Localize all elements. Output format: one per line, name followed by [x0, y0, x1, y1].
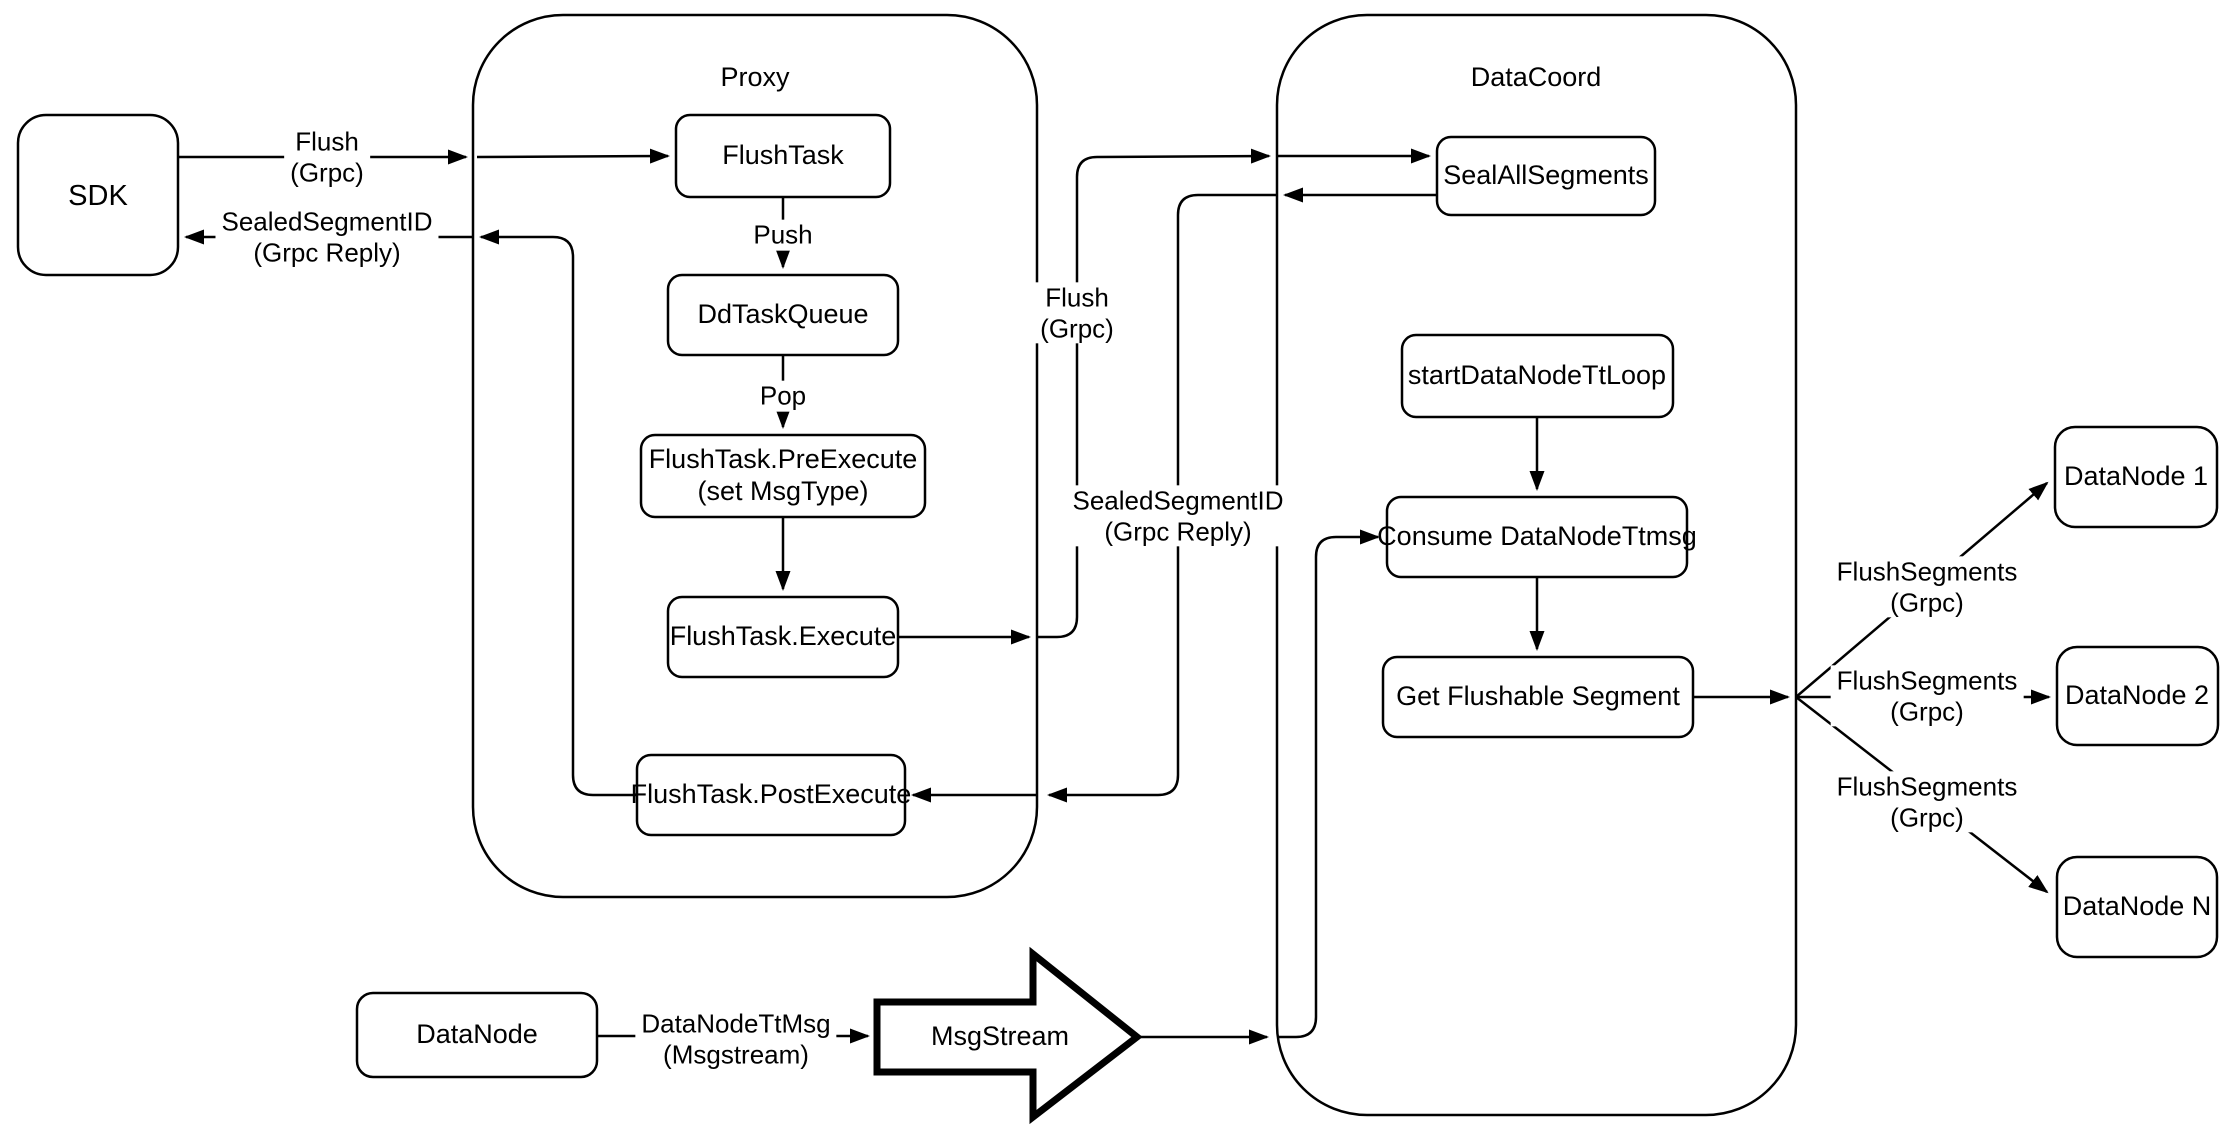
- ddtaskqueue-node: [666, 273, 900, 357]
- startdatanodettloop-node: [1400, 333, 1675, 419]
- flushtask-node: [674, 113, 892, 199]
- getflushablesegment-node: [1381, 655, 1695, 739]
- datanode1-label: DataNode 1: [2063, 461, 2209, 492]
- edge-label-flushsegments-n: FlushSegments (Grpc): [1830, 771, 2024, 833]
- edge-label-flush-dc-line2: (Grpc): [1040, 313, 1114, 343]
- edge-label-flushsegments-n-line1: FlushSegments: [1836, 771, 2018, 802]
- edge-label-pop-line1: Pop: [759, 380, 807, 411]
- edge-label-flushsegments-n-line2: (Grpc): [1890, 802, 1964, 832]
- preexecute-label-line2: (set MsgType): [697, 476, 869, 506]
- ddtaskqueue-label: DdTaskQueue: [697, 299, 869, 330]
- flushtask-label: FlushTask: [722, 140, 844, 171]
- consumedatanodettmsg-node: [1385, 495, 1689, 579]
- datanode2-node: [2055, 645, 2220, 747]
- edge-label-pop: Pop: [753, 380, 813, 412]
- edge-label-flushsegments-1-line2: (Grpc): [1890, 587, 1964, 617]
- execute-node: [666, 595, 900, 679]
- datanode1-node: [2053, 425, 2219, 529]
- datanode2-label: DataNode 2: [2064, 680, 2210, 711]
- getflushablesegment-label: Get Flushable Segment: [1396, 681, 1680, 712]
- datanoden-node: [2055, 855, 2219, 959]
- edge-label-flush-dc-line1: Flush: [1045, 282, 1109, 313]
- sdk-node: [16, 113, 180, 277]
- edge-postexecute-proxyborder: [479, 229, 637, 797]
- edge-label-datanodettmsg-line2: (Msgstream): [663, 1039, 809, 1069]
- sealallsegments-node: [1435, 135, 1657, 217]
- execute-label: FlushTask.Execute: [669, 621, 897, 652]
- msgstream-block-arrow: [873, 946, 1143, 1125]
- edge-label-flush-sdk-line1: Flush: [295, 126, 359, 157]
- edge-label-flush-dc: Flush (Grpc): [1034, 282, 1120, 344]
- edge-label-sealed-dc-line1: SealedSegmentID: [1072, 485, 1284, 516]
- edge-dcborder-consume: [1277, 529, 1380, 1039]
- edge-label-flushsegments-2: FlushSegments (Grpc): [1830, 665, 2024, 727]
- postexecute-node: [635, 753, 907, 837]
- sdk-label: SDK: [68, 179, 128, 212]
- datanode-node: [355, 991, 599, 1079]
- edge-label-flush-sdk-line2: (Grpc): [290, 157, 364, 187]
- edge-label-datanodettmsg: DataNodeTtMsg (Msgstream): [635, 1008, 837, 1070]
- msgstream-label: MsgStream: [930, 1021, 1070, 1052]
- postexecute-label: FlushTask.PostExecute: [630, 779, 912, 810]
- consumedatanodettmsg-label: Consume DataNodeTtmsg: [1377, 521, 1697, 552]
- datanoden-label: DataNode N: [2062, 891, 2212, 922]
- edge-label-flushsegments-2-line1: FlushSegments: [1836, 665, 2018, 696]
- edge-proxy-flushtask: [476, 148, 670, 164]
- edge-flush-up: [1037, 148, 1271, 639]
- startdatanodettloop-label: startDataNodeTtLoop: [1407, 360, 1667, 391]
- datacoord-title: DataCoord: [1470, 62, 1602, 93]
- edge-label-sealed-sdk-line1: SealedSegmentID: [221, 206, 433, 237]
- preexecute-label: FlushTask.PreExecute (set MsgType): [649, 444, 918, 508]
- proxy-title: Proxy: [720, 62, 790, 93]
- edge-label-datanodettmsg-line1: DataNodeTtMsg: [641, 1008, 831, 1039]
- preexecute-node: [639, 433, 927, 519]
- edge-label-push: Push: [747, 219, 819, 251]
- edge-label-sealed-sdk: SealedSegmentID (Grpc Reply): [215, 206, 439, 268]
- edge-label-sealed-dc: SealedSegmentID (Grpc Reply): [1066, 485, 1290, 547]
- sealallsegments-label: SealAllSegments: [1443, 160, 1649, 191]
- edge-label-sealed-sdk-line2: (Grpc Reply): [253, 237, 401, 267]
- preexecute-label-line1: FlushTask.PreExecute: [648, 444, 918, 475]
- edge-label-flushsegments-2-line2: (Grpc): [1890, 696, 1964, 726]
- edge-label-push-line1: Push: [753, 219, 813, 250]
- datanode-label: DataNode: [416, 1019, 538, 1050]
- edge-label-flushsegments-1-line1: FlushSegments: [1836, 556, 2018, 587]
- edge-label-flush-sdk: Flush (Grpc): [284, 126, 370, 188]
- edge-label-sealed-dc-line2: (Grpc Reply): [1104, 516, 1252, 546]
- edge-label-flushsegments-1: FlushSegments (Grpc): [1830, 556, 2024, 618]
